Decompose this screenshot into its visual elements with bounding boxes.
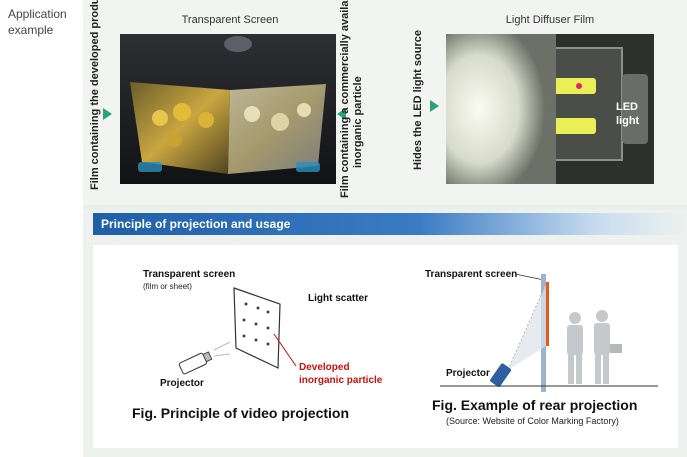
person-silhouettes-icon	[567, 310, 622, 384]
diffuser-film-glow	[446, 34, 556, 184]
transparent-screen-title: Transparent Screen	[181, 14, 279, 26]
rear-transparent-screen-label: Transparent screen	[425, 269, 518, 280]
particle-pointer-line	[273, 333, 297, 367]
light-ray	[213, 353, 231, 357]
light-diffuser-title: Light Diffuser Film	[505, 14, 595, 26]
stand-right	[296, 162, 320, 172]
developed-film-vertical-label: Film containing the developed product	[89, 0, 101, 190]
developed-film-image	[130, 82, 230, 174]
tulip-icon	[173, 103, 191, 121]
screen-film-icon	[546, 282, 549, 346]
projector-in-photo	[224, 36, 252, 52]
inorganic-particle-label: inorganic particle	[299, 375, 383, 386]
led-label-line1: LED	[616, 101, 638, 113]
green-arrow-icon	[430, 100, 439, 112]
source-note: (Source: Website of Color Marking Factor…	[446, 416, 619, 426]
projector-label: Projector	[160, 378, 204, 389]
light-scatter-label: Light scatter	[308, 293, 369, 304]
video-projection-diagram	[178, 287, 297, 375]
led-dot-icon	[576, 83, 582, 89]
green-arrow-icon	[337, 108, 346, 120]
tulip-icon	[168, 133, 182, 147]
tulip-icon	[297, 103, 311, 117]
tulip-icon	[244, 106, 260, 122]
side-label-line1: Application	[8, 7, 67, 21]
screen-pointer-line	[514, 273, 545, 281]
stand-left	[138, 162, 162, 172]
led-label-line2: light	[616, 115, 640, 127]
rear-projection-diagram	[440, 273, 658, 392]
screen-sheet-icon	[233, 287, 281, 369]
light-ray	[213, 341, 231, 351]
projector-icon	[178, 351, 213, 375]
tulip-icon	[152, 110, 168, 126]
principle-header-text: Principle of projection and usage	[101, 217, 291, 231]
transparent-screen-photo	[120, 34, 336, 184]
rear-projector-label: Projector	[446, 368, 490, 379]
particle-dots	[242, 302, 270, 346]
tulip-icon	[271, 113, 289, 131]
projection-beam	[508, 284, 546, 370]
side-label-line2: example	[8, 23, 54, 37]
commercial-film-vertical-label-1: Film containing a commercially available	[339, 0, 351, 198]
application-example-label: Application example	[8, 6, 67, 38]
principle-header-bar: Principle of projection and usage	[93, 213, 687, 235]
developed-label: Developed	[299, 362, 350, 373]
commercial-film-vertical-label-2: inorganic particle	[352, 76, 364, 168]
transparent-screen-label: Transparent screen	[143, 269, 236, 280]
green-arrow-icon	[103, 108, 112, 120]
hides-led-vertical-label: Hides the LED light source	[412, 30, 424, 170]
film-or-sheet-label: (film or sheet)	[143, 282, 192, 291]
rear-projection-caption: Fig. Example of rear projection	[432, 397, 638, 413]
video-projection-caption: Fig. Principle of video projection	[132, 405, 350, 421]
housing-side	[622, 74, 648, 144]
light-diffuser-photo: LED light	[446, 34, 654, 184]
tulip-icon	[198, 112, 214, 128]
rear-projector-icon	[490, 363, 512, 387]
